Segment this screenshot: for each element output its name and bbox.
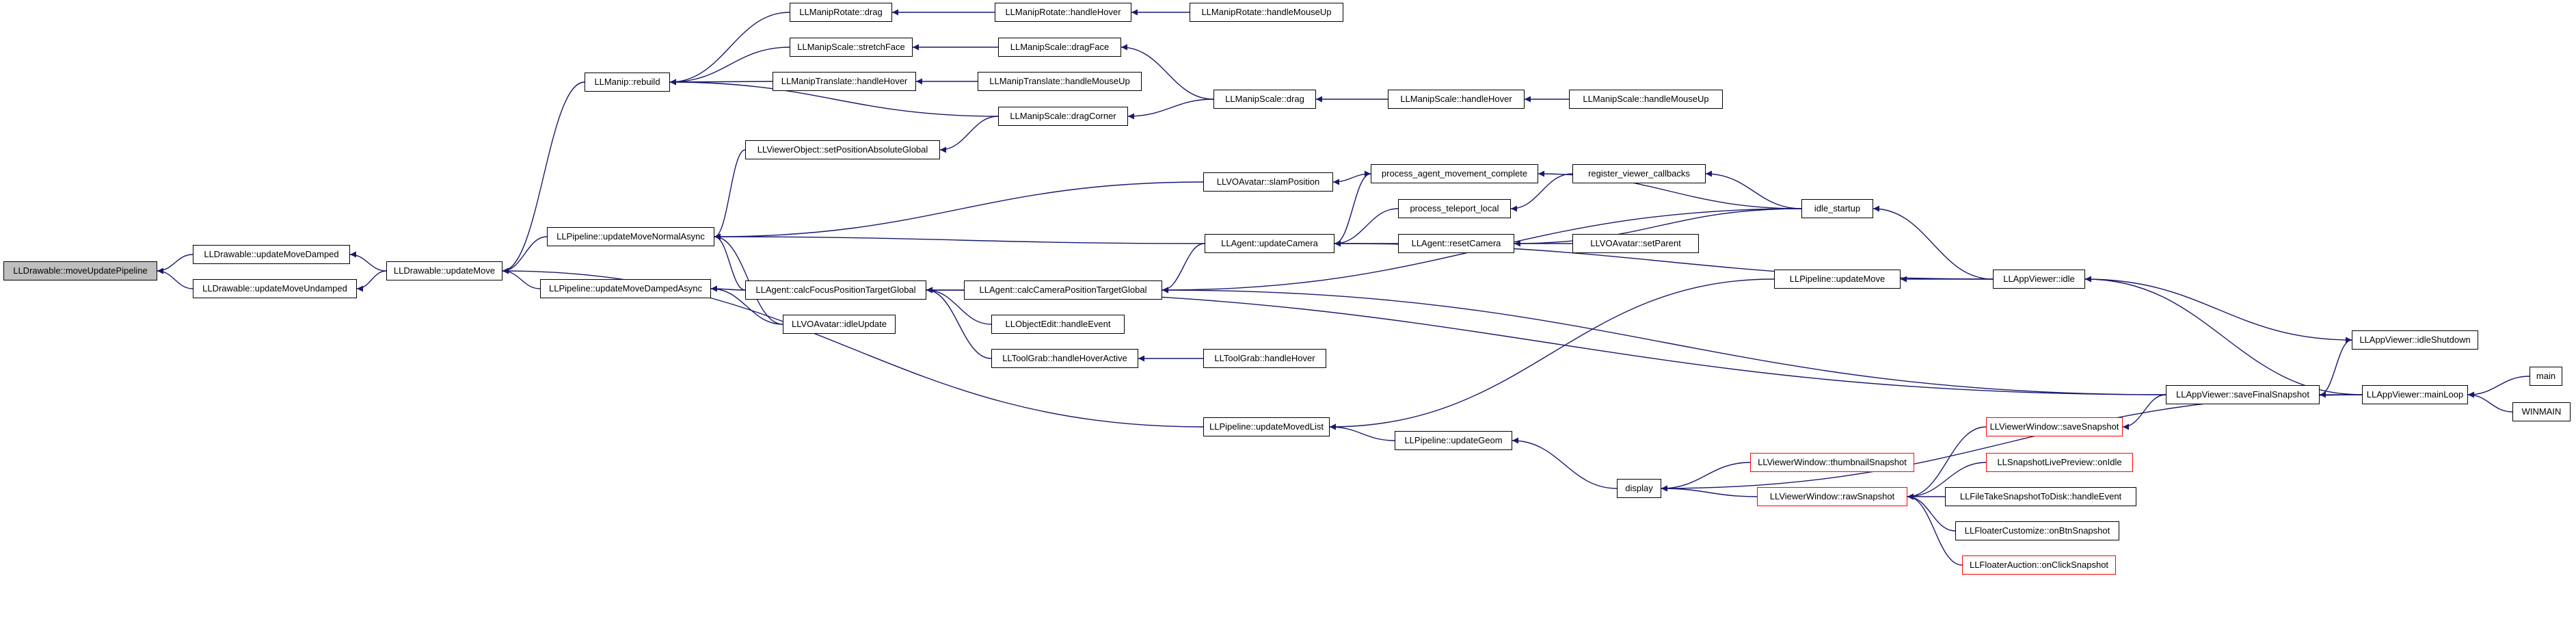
edge-registerViewerCallbacks-to-processTeleportLocal: [1510, 173, 1573, 212]
edge-snapshotLivePreviewOnIdle-to-rawSnapshot: [1907, 462, 1987, 500]
edge-scaleDrag-to-scaleDragCorner: [1127, 99, 1214, 120]
edge-thumbnailSnapshot-to-display: [1661, 462, 1751, 492]
node-llagent-calcfocuspositiontargetglobal[interactable]: LLAgent::calcFocusPositionTargetGlobal: [745, 280, 926, 300]
edge-processTeleportLocal-to-agentUpdateCamera: [1334, 208, 1399, 247]
edge-updateMoveUndamped-to-moveUpdatePipeline: [157, 267, 193, 289]
edge-drawableUpdateMove-to-updateMoveDamped: [349, 251, 387, 272]
node-llpipeline-updatemovedampedasync[interactable]: LLPipeline::updateMoveDampedAsync: [540, 279, 711, 298]
node-llappviewer-idle[interactable]: LLAppViewer::idle: [1993, 270, 2085, 289]
node-lltoolgrab-handlehover[interactable]: LLToolGrab::handleHover: [1203, 349, 1326, 368]
edge-appViewerSaveFinalSnapshot-to-saveSnapshot: [2122, 394, 2166, 430]
node-register-viewer-callbacks[interactable]: register_viewer_callbacks: [1572, 164, 1706, 183]
edge-drawableUpdateMove-to-updateMoveUndamped: [356, 270, 387, 292]
node-llmanipscale-handlehover[interactable]: LLManipScale::handleHover: [1388, 90, 1525, 109]
edge-voIdleUpdate-to-pipeUpdateMoveDampedAsync: [710, 285, 783, 325]
edge-idleStartup-to-registerViewerCallbacks: [1705, 170, 1802, 209]
edge-display-to-pipelineUpdateGeom: [1512, 437, 1618, 489]
node-llmaniprotate-handlemouseup[interactable]: LLManipRotate::handleMouseUp: [1190, 3, 1343, 22]
node-llmanipscale-drag[interactable]: LLManipScale::drag: [1213, 90, 1316, 109]
node-llvoavatar-idleupdate[interactable]: LLVOAvatar::idleUpdate: [783, 315, 896, 334]
node-llpipeline-updategeom[interactable]: LLPipeline::updateGeom: [1395, 431, 1512, 450]
node-llagent-calccamerapositiontargetglobal[interactable]: LLAgent::calcCameraPositionTargetGlobal: [964, 280, 1162, 300]
edge-pipelineUpdateMove-to-pipelineUpdateMovedList: [1329, 278, 1775, 430]
node-llviewerwindow-thumbnailsnapshot[interactable]: LLViewerWindow::thumbnailSnapshot: [1750, 453, 1914, 472]
node-lldrawable-updatemoveundamped[interactable]: LLDrawable::updateMoveUndamped: [193, 279, 357, 298]
node-llmanipscale-dragcorner[interactable]: LLManipScale::dragCorner: [998, 107, 1128, 126]
node-main[interactable]: main: [2530, 367, 2562, 386]
node-llsnapshotlivepreview-onidle[interactable]: LLSnapshotLivePreview::onIdle: [1986, 453, 2133, 472]
edge-rotateDrag-to-manipRebuild: [669, 12, 790, 86]
node-llpipeline-updatemove[interactable]: LLPipeline::updateMove: [1774, 270, 1901, 289]
node-llappviewer-idleshutdown[interactable]: LLAppViewer::idleShutdown: [2352, 330, 2478, 350]
node-lltoolgrab-handlehoveractive[interactable]: LLToolGrab::handleHoverActive: [991, 349, 1138, 368]
node-llagent-resetcamera[interactable]: LLAgent::resetCamera: [1398, 234, 1514, 253]
node-process-agent-movement-complete[interactable]: process_agent_movement_complete: [1371, 164, 1538, 183]
edge-winmain-to-appViewerMainLoop: [2467, 391, 2513, 413]
node-llmaniprotate-handlehover[interactable]: LLManipRotate::handleHover: [995, 3, 1131, 22]
edge-floaterAuctionOnClickSnapshot-to-rawSnapshot: [1907, 493, 1963, 566]
edge-slamPosition-to-pipeUpdateMoveNormalAsync: [714, 181, 1204, 240]
edge-toolGrabHandleHoverActive-to-calcFocusPositionTargetGlobal: [926, 287, 992, 359]
edge-appViewerIdleShutdown-to-appViewerIdle: [2084, 276, 2352, 341]
edge-objectEditHandleEvent-to-calcFocusPositionTargetGlobal: [926, 287, 992, 325]
edge-main-to-appViewerMainLoop: [2467, 376, 2530, 398]
node-idle-startup[interactable]: idle_startup: [1801, 199, 1873, 218]
node-process-teleport-local[interactable]: process_teleport_local: [1398, 199, 1511, 218]
node-llvoavatar-setparent[interactable]: LLVOAvatar::setParent: [1572, 234, 1699, 253]
edge-manipRebuild-to-drawableUpdateMove: [502, 81, 585, 274]
node-llfiletakesnapshottodisk-handleevent[interactable]: LLFileTakeSnapshotToDisk::handleEvent: [1945, 487, 2136, 506]
node-display[interactable]: display: [1617, 479, 1661, 498]
edge-scaleDrag-to-scaleDragFace: [1121, 44, 1214, 100]
node-llmaniptranslate-handlemouseup[interactable]: LLManipTranslate::handleMouseUp: [978, 72, 1142, 91]
edge-scaleStretchFace-to-manipRebuild: [669, 47, 790, 86]
edge-saveSnapshot-to-rawSnapshot: [1907, 426, 1987, 500]
node-llobjectedit-handleevent[interactable]: LLObjectEdit::handleEvent: [991, 315, 1125, 334]
edge-scaleDragCorner-to-setPositionAbsoluteGlobal: [939, 116, 999, 153]
edge-pipelineUpdateGeom-to-pipelineUpdateMovedList: [1329, 423, 1395, 441]
node-llviewerwindow-savesnapshot[interactable]: LLViewerWindow::saveSnapshot: [1986, 417, 2123, 436]
node-llmanipscale-dragface[interactable]: LLManipScale::dragFace: [998, 38, 1121, 57]
node-llfloaterauction-onclicksnapshot[interactable]: LLFloaterAuction::onClickSnapshot: [1962, 555, 2116, 575]
node-llagent-updatecamera[interactable]: LLAgent::updateCamera: [1205, 234, 1334, 253]
node-llmaniptranslate-handlehover[interactable]: LLManipTranslate::handleHover: [773, 72, 916, 91]
node-llappviewer-mainloop[interactable]: LLAppViewer::mainLoop: [2362, 385, 2468, 404]
edge-appViewerSaveFinalSnapshot-to-calcCameraPositionTargetGlobal: [1162, 287, 2166, 395]
node-llviewerwindow-rawsnapshot[interactable]: LLViewerWindow::rawSnapshot: [1757, 487, 1907, 506]
node-llvoavatar-slamposition[interactable]: LLVOAvatar::slamPosition: [1203, 172, 1333, 192]
node-winmain[interactable]: WINMAIN: [2512, 402, 2571, 421]
node-llmanip-rebuild[interactable]: LLManip::rebuild: [585, 73, 670, 92]
node-llfloatercustomize-onbtnsnapshot[interactable]: LLFloaterCustomize::onBtnSnapshot: [1955, 521, 2119, 540]
node-lldrawable-moveupdatepipeline: LLDrawable::moveUpdatePipeline: [3, 261, 157, 280]
node-llpipeline-updatemovenormalasync[interactable]: LLPipeline::updateMoveNormalAsync: [547, 227, 714, 246]
node-llmanipscale-stretchface[interactable]: LLManipScale::stretchFace: [790, 38, 913, 57]
edge-idleStartup-to-agentResetCamera: [1514, 208, 1802, 247]
node-llmaniprotate-drag[interactable]: LLManipRotate::drag: [790, 3, 892, 22]
edge-scaleDragCorner-to-manipRebuild: [669, 79, 999, 117]
node-lldrawable-updatemove[interactable]: LLDrawable::updateMove: [386, 261, 502, 280]
edge-setPositionAbsoluteGlobal-to-pipeUpdateMoveNormalAsync: [714, 149, 746, 240]
node-llappviewer-savefinalsnapshot[interactable]: LLAppViewer::saveFinalSnapshot: [2166, 385, 2320, 404]
node-lldrawable-updatemovedamped[interactable]: LLDrawable::updateMoveDamped: [193, 245, 350, 264]
node-llpipeline-updatemovedlist[interactable]: LLPipeline::updateMovedList: [1203, 417, 1330, 436]
node-llmanipscale-handlemouseup[interactable]: LLManipScale::handleMouseUp: [1569, 90, 1723, 109]
edge-agentUpdateCamera-to-pipeUpdateMoveNormalAsync: [714, 233, 1205, 244]
node-llviewerobject-setpositionabsoluteglobal[interactable]: LLViewerObject::setPositionAbsoluteGloba…: [745, 140, 940, 159]
edge-appViewerIdle-to-idleStartup: [1873, 205, 1994, 280]
